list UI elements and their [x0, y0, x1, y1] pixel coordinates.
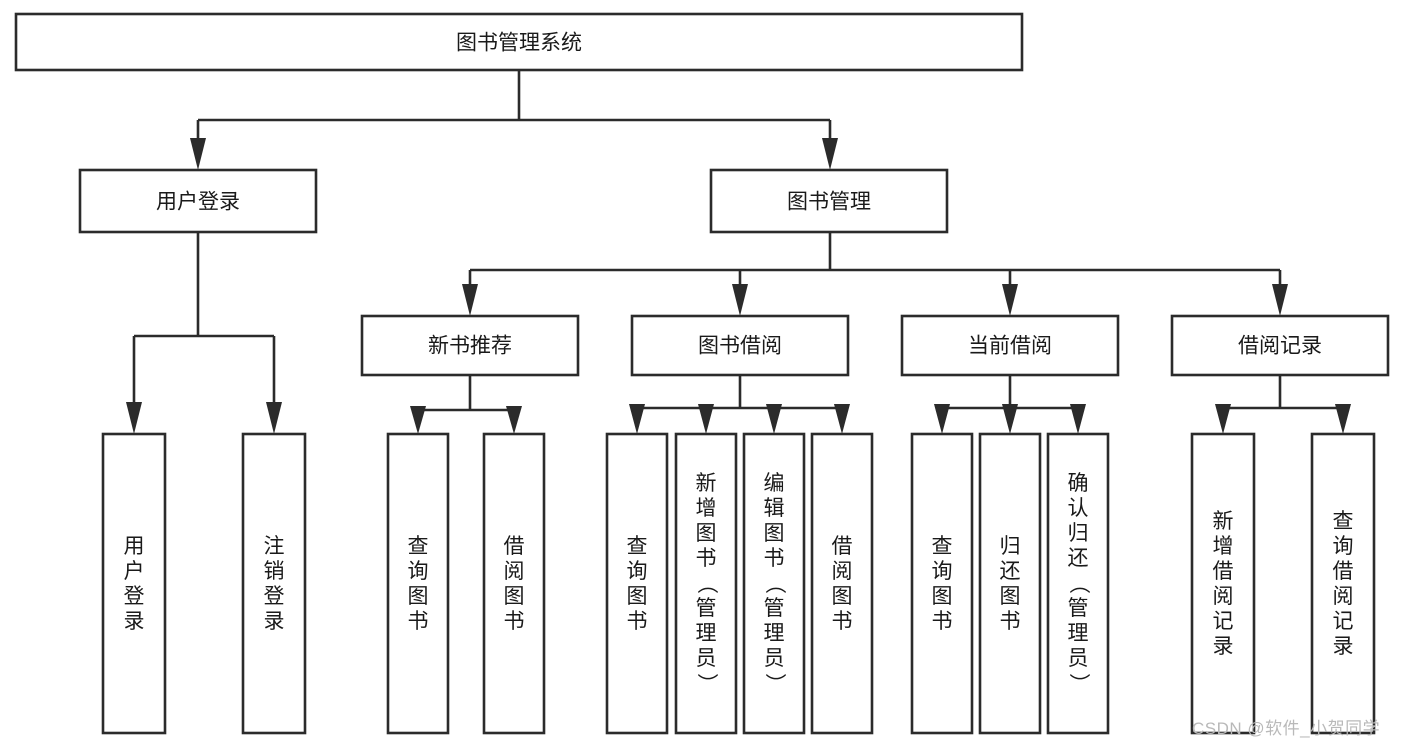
node-box-current-borrow[interactable] — [900, 314, 1120, 377]
arrow-to-newbook — [462, 284, 478, 316]
node-box-leaf-return-book[interactable] — [978, 432, 1042, 735]
arrow-to-leaf-return-book — [1002, 404, 1018, 434]
node-label-borrow-record: 借阅记录 — [1238, 335, 1322, 358]
arrow-to-leaf-add-book-admin — [698, 404, 714, 434]
arrow-to-leaf-edit-book-admin — [766, 404, 782, 434]
node-box-leaf-query-book-rec[interactable] — [386, 432, 450, 735]
arrow-to-leaf-borrow-book-rec — [506, 406, 522, 434]
arrow-to-leaf-confirm-return-admin — [1070, 404, 1086, 434]
arrow-to-leaf-query-book-current — [934, 404, 950, 434]
node-box-leaf-query-borrow-record[interactable] — [1310, 432, 1376, 735]
node-box-leaf-borrow-book-rec[interactable] — [482, 432, 546, 735]
node-label-current-borrow: 当前借阅 — [968, 335, 1052, 358]
node-box-book-borrow[interactable] — [630, 314, 850, 377]
arrow-to-book-management — [822, 138, 838, 170]
node-box-book-management[interactable] — [709, 168, 949, 234]
arrow-to-bookborrow — [732, 284, 748, 316]
node-box-leaf-borrow-book[interactable] — [810, 432, 874, 735]
node-box-leaf-query-book-current[interactable] — [910, 432, 974, 735]
node-box-leaf-user-login[interactable] — [101, 432, 167, 735]
connectors-group — [126, 70, 1351, 434]
node-box-leaf-query-book-borrow[interactable] — [605, 432, 669, 735]
node-box-leaf-add-borrow-record[interactable] — [1190, 432, 1256, 735]
node-label-book-management: 图书管理 — [787, 191, 871, 214]
arrow-to-leaf-query-borrow-record — [1335, 404, 1351, 434]
node-box-root[interactable] — [14, 12, 1024, 72]
node-box-borrow-record[interactable] — [1170, 314, 1390, 377]
node-label-user-login: 用户登录 — [156, 191, 240, 214]
arrow-to-leaf-query-book-borrow — [629, 404, 645, 434]
arrow-to-currentborrow — [1002, 284, 1018, 316]
arrow-to-borrowrecord — [1272, 284, 1288, 316]
node-label-root: 图书管理系统 — [456, 32, 582, 55]
node-label-new-book-recommend: 新书推荐 — [428, 335, 512, 358]
node-box-user-login[interactable] — [78, 168, 318, 234]
arrow-to-leaf-query-book-rec — [410, 406, 426, 434]
node-label-book-borrow: 图书借阅 — [698, 335, 782, 358]
csdn-watermark: CSDN @软件_小贺同学 — [1192, 719, 1381, 738]
nodes-group: 图书管理系统 用户登录 图书管理 新书推荐 图书借阅 当前借阅 借阅记录 — [14, 12, 1390, 735]
arrow-to-leaf-user-logout — [266, 402, 282, 434]
node-box-leaf-edit-book-admin[interactable] — [742, 432, 806, 735]
arrow-to-leaf-borrow-book — [834, 404, 850, 434]
arrow-to-leaf-user-login — [126, 402, 142, 434]
arrow-to-user-login — [190, 138, 206, 170]
arrow-to-leaf-add-borrow-record — [1215, 404, 1231, 434]
node-box-leaf-user-logout[interactable] — [241, 432, 307, 735]
node-box-leaf-confirm-return-admin[interactable] — [1046, 432, 1110, 735]
node-box-leaf-add-book-admin[interactable] — [674, 432, 738, 735]
node-box-new-book-recommend[interactable] — [360, 314, 580, 377]
